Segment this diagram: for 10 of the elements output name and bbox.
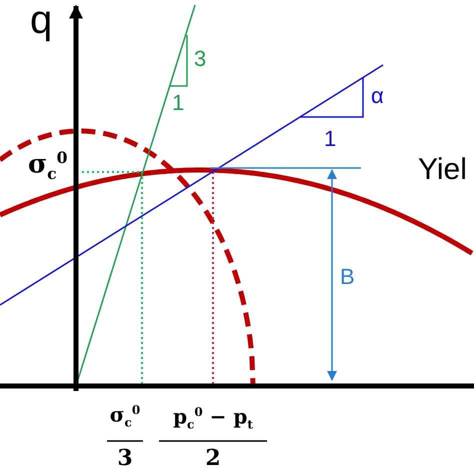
denominator: 2 [204, 447, 222, 469]
slope-label: 1 [324, 128, 336, 150]
slope-label: 1 [172, 92, 184, 114]
slope-label: 3 [194, 48, 206, 70]
curve-label: Yiel [418, 155, 467, 185]
numerator: p$_{c}$$^{0}$ − p$_{t}$ [172, 406, 254, 431]
slope-label: α [371, 85, 384, 107]
dimension-label: B [340, 266, 355, 288]
denominator: 3 [116, 447, 134, 469]
axis-label: q [30, 0, 52, 40]
